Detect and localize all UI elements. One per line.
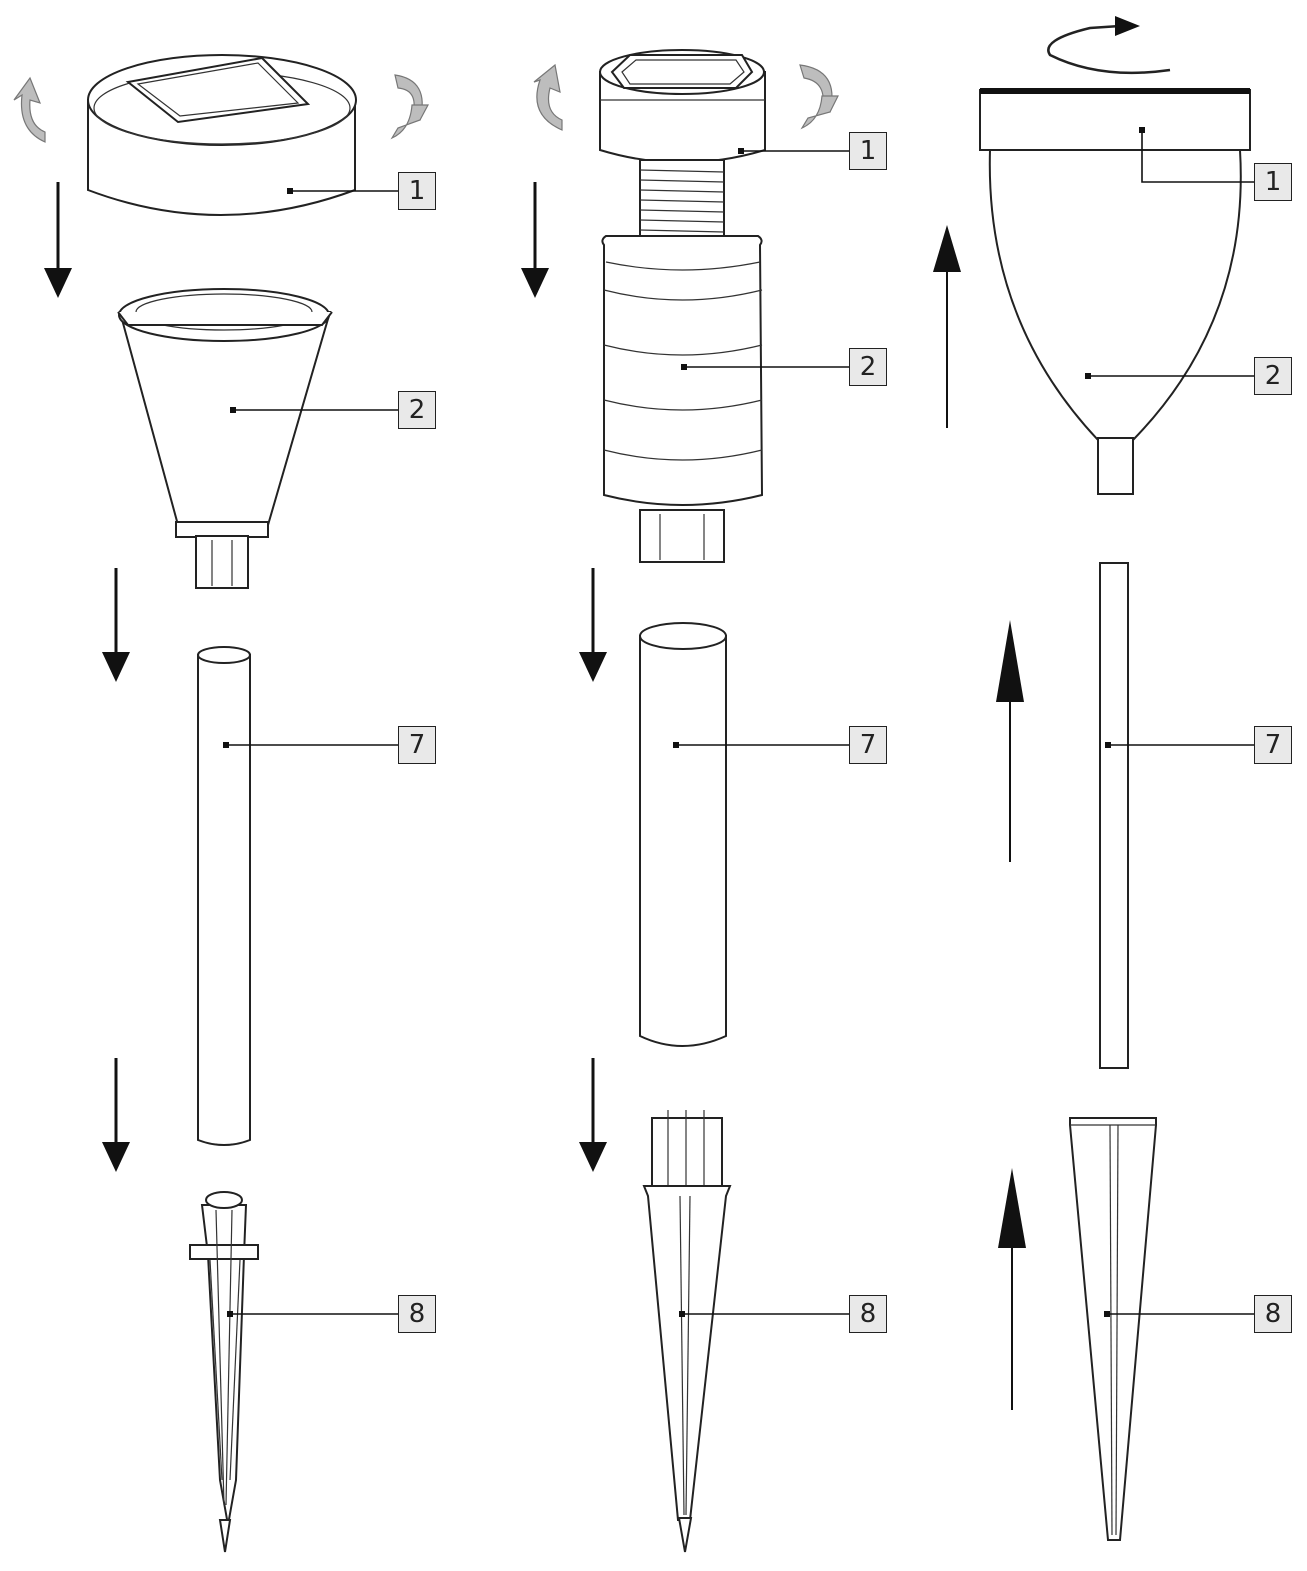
middle-rotate-icon-right — [799, 64, 839, 130]
right-arrow-up-icon-2 — [996, 620, 1024, 862]
right-tube — [1099, 562, 1129, 1069]
middle-solar-cap — [599, 49, 766, 164]
callout-right-1: 1 — [1254, 163, 1292, 201]
leader-lines — [223, 127, 1254, 1317]
callout-right-8: 8 — [1254, 1295, 1292, 1333]
right-column — [933, 16, 1251, 1541]
callout-middle-7: 7 — [849, 726, 887, 764]
callout-right-7: 7 — [1254, 726, 1292, 764]
right-stake — [1069, 1117, 1157, 1541]
right-cap — [979, 88, 1251, 151]
left-stake — [189, 1191, 259, 1553]
callout-left-7: 7 — [398, 726, 436, 764]
middle-arrow-down-icon-3 — [579, 1058, 607, 1172]
callout-middle-2: 2 — [849, 348, 887, 386]
callout-middle-8: 8 — [849, 1295, 887, 1333]
left-arrow-down-icon-2 — [102, 568, 130, 682]
left-tube — [197, 646, 251, 1146]
callout-left-1: 1 — [398, 172, 436, 210]
callout-right-2: 2 — [1254, 357, 1292, 395]
right-arrow-up-icon-1 — [933, 225, 961, 428]
middle-stake — [642, 1110, 732, 1553]
middle-arrow-down-icon-1 — [521, 182, 549, 298]
left-rotate-icon-left — [13, 76, 46, 143]
right-rotate-icon — [1047, 16, 1171, 75]
left-solar-cap — [87, 54, 357, 216]
left-arrow-down-icon-3 — [102, 1058, 130, 1172]
callout-left-8: 8 — [398, 1295, 436, 1333]
middle-tube — [639, 622, 727, 1047]
callout-left-2: 2 — [398, 391, 436, 429]
left-column — [13, 54, 429, 1553]
callout-middle-1: 1 — [849, 132, 887, 170]
right-arrow-up-icon-3 — [998, 1168, 1026, 1410]
right-bowl — [988, 149, 1242, 495]
middle-arrow-down-icon-2 — [579, 568, 607, 682]
left-cone — [117, 288, 333, 589]
left-arrow-down-icon-1 — [44, 182, 72, 298]
middle-column — [521, 49, 839, 1553]
middle-housing — [601, 235, 764, 563]
middle-rotate-icon-left — [533, 63, 563, 131]
left-rotate-icon-right — [390, 74, 429, 140]
